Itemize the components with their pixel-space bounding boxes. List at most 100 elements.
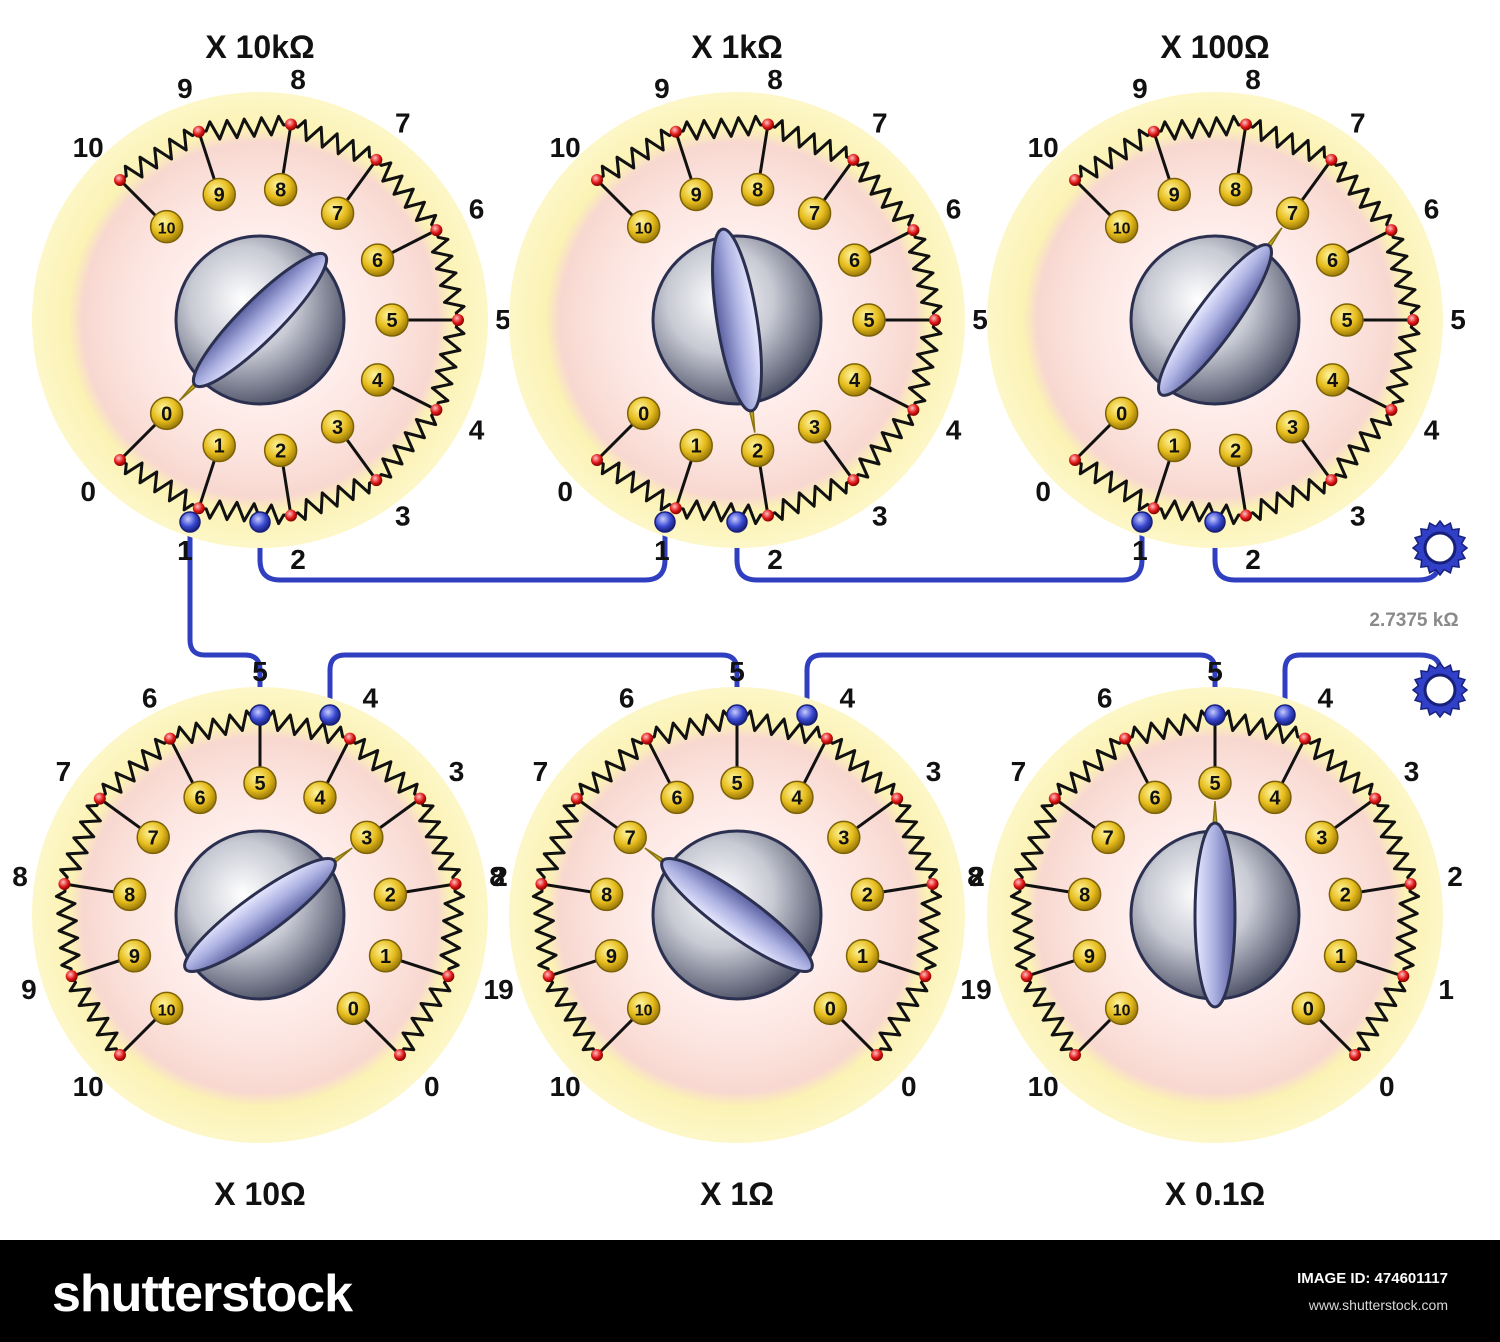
contact-dot [907,224,920,237]
contact-dot [1013,878,1026,891]
contact-dot [164,732,177,745]
contact-pad [679,428,713,463]
position-label: 4 [840,682,856,713]
pad-label: 8 [1230,180,1241,202]
position-label: 1 [483,974,499,1005]
contact-pad [112,877,147,912]
contact-dot [590,454,603,467]
resistor [1124,709,1216,745]
pad-label: 6 [1327,250,1338,272]
resistor [290,119,377,162]
pad-label: 6 [372,250,383,272]
pad-label: 5 [731,773,742,795]
resistor [1074,458,1155,512]
resistor [259,709,351,745]
contact-dot [430,224,443,237]
pad-label: 8 [601,884,612,906]
pad-label: 1 [1335,946,1346,968]
selector-knob-x10k[interactable] [174,234,346,406]
contact-pad [1072,939,1107,973]
position-label: 10 [1028,1071,1059,1102]
position-label: 2 [1447,861,1463,892]
resistor [98,737,172,800]
pad-label: 4 [791,787,803,809]
knob-handle [711,227,763,413]
resistor [852,408,915,482]
selector-knob-x1[interactable] [644,829,823,1001]
contact-pad [1275,410,1310,444]
pad-label: 7 [1103,827,1114,849]
terminal-hole [1423,673,1457,707]
multiplier-label-x1k: X 1kΩ [691,29,782,65]
footer-bar: shutterstock IMAGE ID: 474601117 www.shu… [0,1240,1500,1342]
output-reading: 2.7375 kΩ [1369,610,1458,631]
contact-pad [1157,177,1191,212]
contact-pad [660,780,694,815]
contact-dot [1369,792,1382,805]
contact-pad [740,172,775,207]
pad-label: 0 [638,403,649,425]
resistor [418,798,461,885]
selector-knob-x01[interactable] [1129,800,1301,1009]
position-label: 3 [1404,756,1420,787]
position-label: 3 [926,756,942,787]
pad-label: 10 [158,221,176,238]
position-label: 0 [1379,1071,1395,1102]
contact-dot [58,878,71,891]
position-label: 5 [252,656,268,687]
resistor [59,798,102,885]
selector-knob-x100[interactable] [1129,227,1301,406]
contact-pad [1198,766,1232,800]
contact-dot [394,1049,407,1062]
selector-knob-x1k[interactable] [651,226,823,433]
contact-pad [1104,209,1139,244]
pad-label: 7 [148,827,159,849]
pad-label: 8 [752,180,763,202]
resistor [1023,975,1077,1056]
pad-label: 5 [254,773,265,795]
contact-pad [117,939,152,973]
position-label: 2 [969,861,985,892]
wire-joint [654,511,676,533]
wire [257,320,668,583]
pad-label: 3 [1316,827,1327,849]
image-id: IMAGE ID: 474601117 [1297,1270,1448,1287]
site-url: www.shutterstock.com [1308,1297,1448,1313]
contact-pad [1091,820,1125,855]
resistor [536,798,579,885]
pad-label: 7 [625,827,636,849]
contact-pad [336,991,371,1026]
contact-pad [1138,780,1172,815]
resistor [430,319,466,411]
pad-label: 2 [1230,440,1241,462]
contact-pad [1104,396,1139,431]
wire-joint [1204,511,1226,533]
position-label: 9 [654,73,670,104]
pad-label: 2 [275,440,286,462]
pad-label: 3 [838,827,849,849]
contact-dot [343,732,356,745]
position-label: 3 [1350,501,1366,532]
resistor [1245,119,1332,162]
output-terminal-top[interactable] [1411,519,1469,577]
contact-dot [113,173,126,186]
position-label: 10 [73,1071,104,1102]
resistor [767,119,854,162]
wire-joint [796,704,818,726]
resistor [675,499,769,526]
contact-pad [1315,243,1350,277]
contact-pad [1218,172,1253,207]
contact-dot [1385,403,1398,416]
resistor [545,975,599,1056]
pad-label: 6 [849,250,860,272]
output-terminal-bottom[interactable] [1411,661,1469,719]
knob-handle [191,251,329,389]
contact-pad [850,877,885,912]
resistor [198,499,292,526]
position-label: 6 [142,682,158,713]
position-label: 5 [1450,304,1466,335]
position-label: 7 [56,756,72,787]
selector-knob-x10[interactable] [174,829,353,1001]
pad-label: 7 [1287,203,1298,225]
